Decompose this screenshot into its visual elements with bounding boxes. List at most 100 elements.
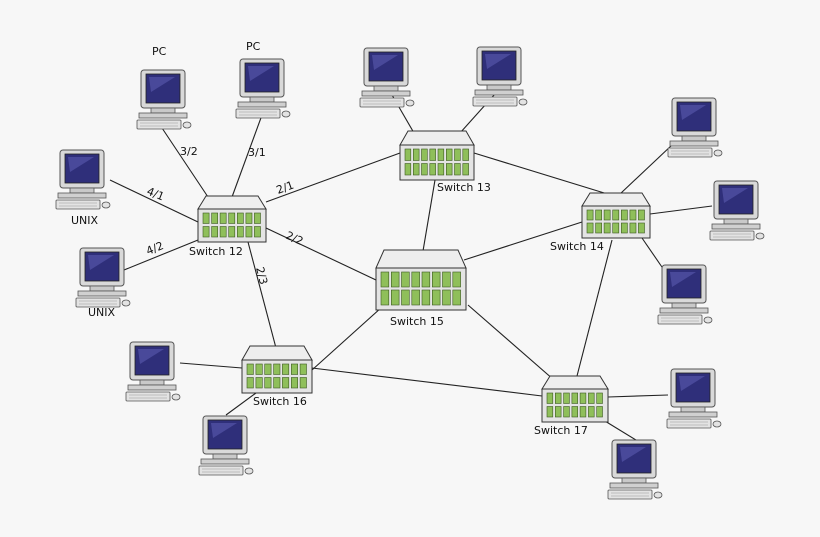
switch-13[interactable] (399, 130, 475, 181)
computer-icon[interactable] (55, 149, 111, 210)
switch-port (290, 377, 298, 389)
switch-port (245, 212, 253, 224)
switch-top-face (399, 130, 475, 146)
node-labels: PC PC UNIX UNIX Switch 12 Switch 13 Swit… (71, 40, 604, 437)
switch-port (586, 222, 594, 234)
switch-port (571, 392, 579, 404)
switch-port (264, 363, 272, 375)
switch-port (452, 289, 461, 306)
switch-port (629, 222, 637, 234)
switch-port (596, 406, 603, 418)
switch-port (202, 212, 210, 224)
port-label-3-1: 3/1 (248, 146, 266, 159)
switch-port (554, 392, 562, 404)
switch-port (219, 226, 227, 238)
switch-port (421, 271, 431, 288)
computer-icon[interactable] (359, 47, 415, 108)
computer-icon[interactable] (709, 180, 765, 241)
switch-port (390, 271, 400, 288)
switch-port (638, 222, 645, 234)
switch-16[interactable] (241, 345, 313, 394)
switch-port (445, 148, 453, 161)
switch-13-label: Switch 13 (437, 181, 491, 194)
computer-icon[interactable] (607, 439, 663, 500)
switch-port (412, 163, 420, 176)
switch-port (380, 271, 390, 288)
switch-port (612, 222, 620, 234)
switch-port (404, 148, 412, 161)
switch-port (638, 209, 645, 221)
switch-port (586, 209, 594, 221)
switch-port (629, 209, 637, 221)
switch-port (588, 392, 595, 404)
switch-port (620, 209, 628, 221)
port-label-2-1: 2/1 (275, 179, 296, 197)
switch-port (211, 212, 219, 224)
switches (197, 130, 651, 423)
switch-port (245, 226, 253, 238)
switch-port (442, 289, 451, 306)
switch-port (202, 226, 210, 238)
switch-port (421, 148, 428, 161)
switch-12[interactable] (197, 195, 267, 243)
switch-port (290, 363, 298, 375)
switch-port (431, 271, 441, 288)
pc-label: PC (246, 40, 261, 53)
switch-16-label: Switch 16 (253, 395, 307, 408)
switch-port (595, 222, 602, 234)
switch-front-face (399, 144, 475, 181)
computer-icon[interactable] (472, 46, 528, 107)
switch-port (246, 363, 254, 375)
switch-port (431, 289, 441, 306)
switch-port (620, 222, 628, 234)
switch-port (437, 163, 445, 176)
unix-label: UNIX (88, 306, 116, 319)
switch-port (612, 209, 620, 221)
switch-port (579, 406, 587, 418)
switch-12-label: Switch 12 (189, 245, 243, 258)
switch-port (437, 148, 445, 161)
switch-14[interactable] (581, 192, 651, 239)
computer-icon[interactable] (657, 264, 713, 325)
switch-port (596, 392, 603, 404)
switch-port (429, 148, 436, 161)
switch-port (282, 363, 290, 375)
switch-port (579, 392, 587, 404)
computer-icon[interactable] (198, 415, 254, 476)
computer-icon[interactable] (666, 368, 722, 429)
switch-port (563, 392, 570, 404)
computer-icon[interactable] (667, 97, 723, 158)
switch-port (603, 222, 611, 234)
computer-icon[interactable] (75, 247, 131, 308)
switch-15[interactable] (375, 249, 467, 311)
switch-port (299, 363, 307, 375)
switch-port (563, 406, 570, 418)
switch-17-label: Switch 17 (534, 424, 588, 437)
links (109, 93, 713, 441)
switch-port (404, 163, 412, 176)
switch-port (237, 212, 244, 224)
switch-top-face (541, 375, 609, 390)
switch-port (237, 226, 244, 238)
switch-port (254, 212, 261, 224)
switch-port (412, 148, 420, 161)
switch-port (442, 271, 451, 288)
switch-top-face (375, 249, 467, 269)
switch-port (264, 377, 272, 389)
switch-port (462, 163, 469, 176)
switch-port (273, 363, 281, 375)
unix-label: UNIX (71, 214, 99, 227)
switch-port (299, 377, 307, 389)
computer-icon[interactable] (125, 341, 181, 402)
switch-port (228, 212, 236, 224)
computer-icon[interactable] (235, 58, 291, 119)
switch-port (546, 392, 554, 404)
computer-icon[interactable] (136, 69, 192, 130)
pc-label: PC (152, 45, 167, 58)
switch-top-face (197, 195, 267, 210)
switch-port (273, 377, 281, 389)
switch-port (462, 148, 469, 161)
switch-port (411, 271, 420, 288)
switch-17[interactable] (541, 375, 609, 423)
